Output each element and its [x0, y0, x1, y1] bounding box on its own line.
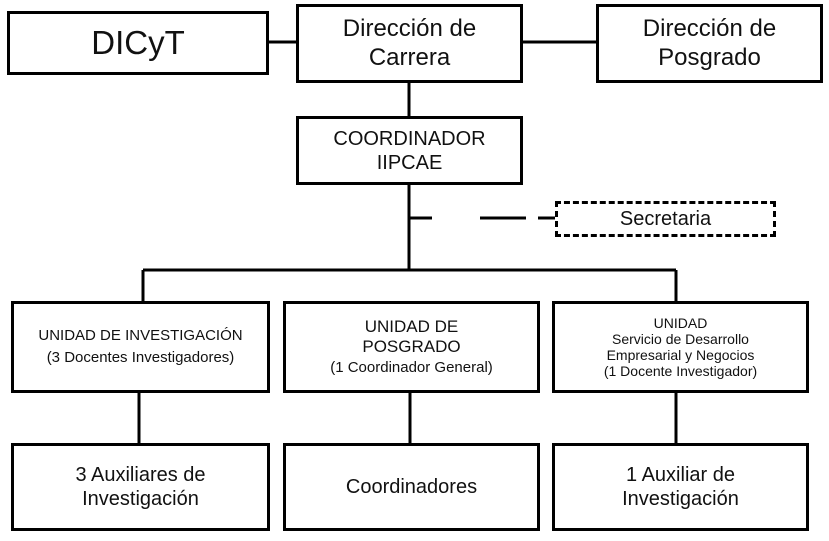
auxiliar-box: 1 Auxiliar de Investigación	[552, 443, 809, 531]
auxiliares-line-1: 3 Auxiliares de	[75, 464, 206, 486]
unidad-posgrado-line-2: POSGRADO	[362, 337, 461, 356]
auxiliares-box: 3 Auxiliares de Investigación	[11, 443, 270, 531]
coordinadores-box: Coordinadores	[283, 443, 540, 531]
auxiliar-line-1: 1 Auxiliar de	[626, 464, 735, 486]
coordinador-line-1: COORDINADOR	[333, 127, 486, 150]
unidad-posgrado-line-3: (1 Coordinador General)	[330, 359, 493, 377]
unidad-servicio-line-4: (1 Docente Investigador)	[603, 363, 758, 380]
direccion-carrera-box: Dirección de Carrera	[296, 4, 523, 83]
auxiliares-line-2: Investigación	[82, 488, 199, 510]
unidad-posgrado-box: UNIDAD DE POSGRADO (1 Coordinador Genera…	[283, 301, 540, 393]
direccion-carrera-line-2: Carrera	[368, 43, 451, 71]
direccion-posgrado-line-1: Dirección de	[642, 14, 777, 42]
unidad-investigacion-line-2: (3 Docentes Investigadores)	[46, 349, 235, 366]
direccion-carrera-line-1: Dirección de	[342, 14, 477, 42]
unidad-servicio-box: UNIDAD Servicio de Desarrollo Empresaria…	[552, 301, 809, 393]
unidad-servicio-line-2: Servicio de Desarrollo	[612, 330, 749, 347]
unidad-posgrado-line-1: UNIDAD DE	[364, 316, 459, 336]
coordinador-line-2: IIPCAE	[376, 151, 443, 174]
coordinador-box: COORDINADOR IIPCAE	[296, 116, 523, 185]
direccion-posgrado-box: Dirección de Posgrado	[596, 4, 823, 83]
dicyt-label: DICyT	[91, 24, 185, 62]
secretaria-box: Secretaria	[555, 201, 776, 237]
unidad-investigacion-box: UNIDAD DE INVESTIGACIÓN (3 Docentes Inve…	[11, 301, 270, 393]
coordinadores-label: Coordinadores	[345, 476, 478, 498]
unidad-investigacion-line-1: UNIDAD DE INVESTIGACIÓN	[38, 327, 243, 344]
auxiliar-line-2: Investigación	[622, 488, 739, 510]
secretaria-label: Secretaria	[619, 208, 712, 230]
unidad-servicio-line-3: Empresarial y Negocios	[606, 347, 755, 363]
dicyt-box: DICyT	[7, 11, 269, 75]
direccion-posgrado-line-2: Posgrado	[658, 43, 761, 71]
unidad-servicio-line-1: UNIDAD	[653, 314, 708, 331]
